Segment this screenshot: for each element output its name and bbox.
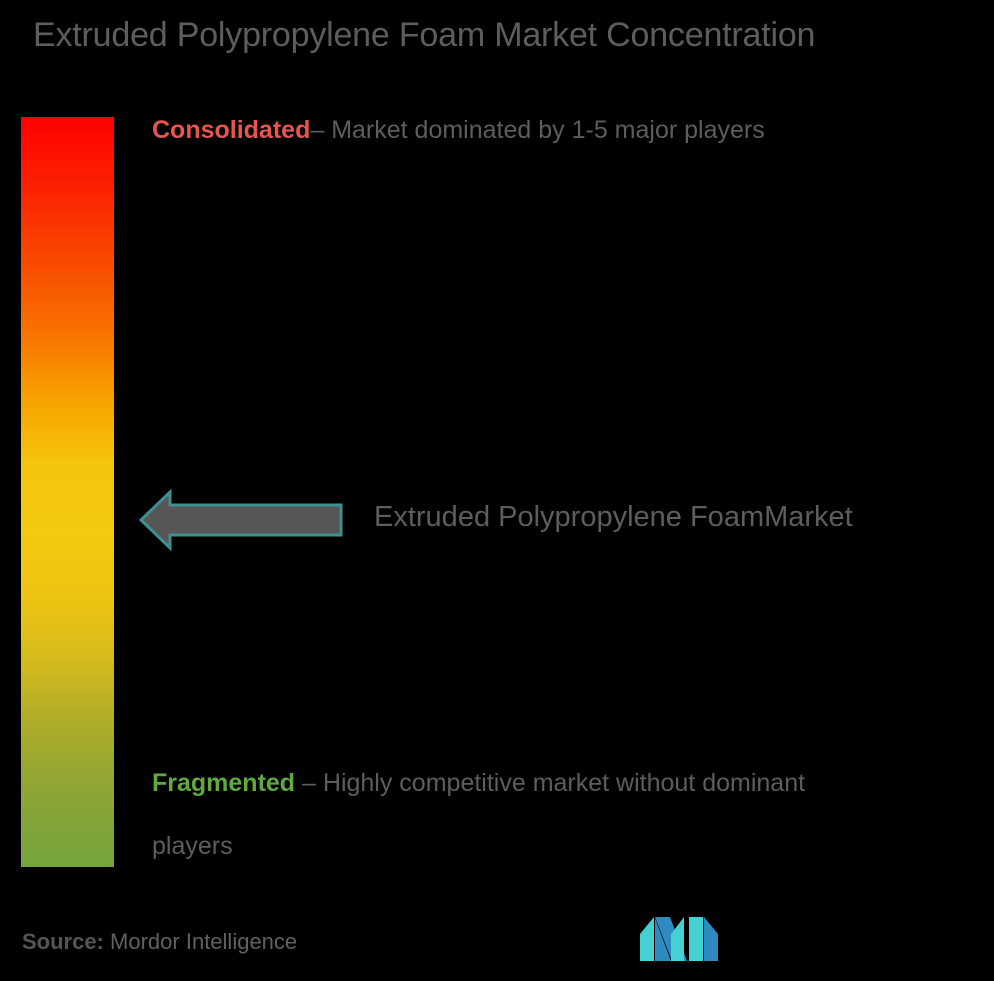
source-attribution: Source: Mordor Intelligence [22, 929, 297, 955]
left-arrow-icon [138, 488, 343, 552]
market-position-label: Extruded Polypropylene FoamMarket [374, 501, 853, 533]
legend-fragmented-keyword: Fragmented [152, 769, 296, 797]
concentration-gradient-bar [21, 117, 114, 867]
mordor-intelligence-logo-icon [640, 914, 720, 964]
legend-fragmented-description: – Highly competitive market without domi… [152, 769, 806, 860]
legend-consolidated-description: – Market dominated by 1-5 major players [310, 116, 765, 144]
legend-consolidated-keyword: Consolidated [152, 116, 311, 144]
page-title: Extruded Polypropylene Foam Market Conce… [33, 16, 816, 54]
source-value: Mordor Intelligence [110, 929, 298, 954]
legend-consolidated: Consolidated– Market dominated by 1-5 ma… [152, 113, 972, 147]
market-position-arrow [138, 488, 344, 552]
logo-mark-icon [640, 917, 718, 961]
source-label: Source: [22, 929, 104, 954]
legend-fragmented: Fragmented – Highly competitive market w… [152, 752, 872, 878]
